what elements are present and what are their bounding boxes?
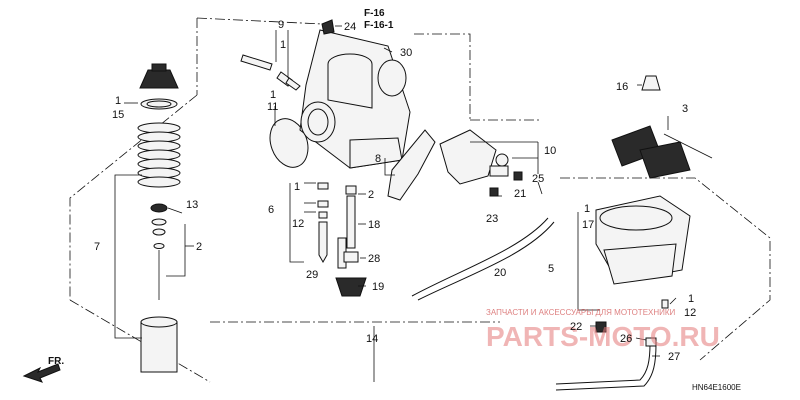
callout-label: 22 bbox=[570, 321, 582, 333]
float-chamber bbox=[595, 195, 691, 285]
ref-code-2: F-16-1 bbox=[364, 20, 394, 31]
callout-label: 5 bbox=[548, 263, 554, 275]
callout-label: 26 bbox=[620, 333, 632, 345]
callout-label: 29 bbox=[306, 269, 318, 281]
callout-label: 20 bbox=[494, 267, 506, 279]
callout-label: 16 bbox=[616, 81, 628, 93]
callout-label: 1 bbox=[115, 95, 121, 107]
callout-label: 1 bbox=[584, 203, 590, 215]
choke-linkage bbox=[387, 129, 523, 201]
callout-label: 11 bbox=[267, 101, 278, 113]
mixture-screws bbox=[240, 54, 301, 91]
callout-label: 1 bbox=[270, 89, 276, 101]
callout-label: 15 bbox=[112, 109, 124, 121]
callout-label: 10 bbox=[544, 145, 556, 157]
callout-label: 8 bbox=[375, 153, 381, 165]
callout-label: 17 bbox=[582, 219, 594, 231]
callout-label: 23 bbox=[486, 213, 498, 225]
callout-label: 1 bbox=[688, 293, 694, 305]
carburetor-body bbox=[299, 19, 411, 169]
float-assembly bbox=[611, 125, 713, 179]
callout-label: 12 bbox=[684, 307, 696, 319]
callout-label: 3 bbox=[682, 103, 688, 115]
throttle-slide-assembly bbox=[137, 63, 181, 373]
callout-label: 28 bbox=[368, 253, 380, 265]
callout-label: 18 bbox=[368, 219, 380, 231]
callout-label: 24 bbox=[344, 21, 356, 33]
callout-label: 27 bbox=[668, 351, 680, 363]
callout-label: 19 bbox=[372, 281, 384, 293]
callout-label: 12 bbox=[292, 218, 304, 230]
intake-o-ring bbox=[269, 118, 309, 168]
callout-label: 7 bbox=[94, 241, 100, 253]
hoses bbox=[411, 217, 657, 391]
callout-label: 9 bbox=[278, 19, 284, 31]
callout-label: 2 bbox=[368, 189, 374, 201]
callout-label: 30 bbox=[400, 47, 412, 59]
callout-label: 25 bbox=[532, 173, 544, 185]
callout-label: 1 bbox=[294, 181, 300, 193]
drain-fittings bbox=[595, 299, 669, 347]
callout-label: 21 bbox=[514, 188, 526, 200]
watermark-logo: PARTS-MOTO.RU bbox=[486, 321, 720, 352]
direction-label: FR. bbox=[48, 356, 64, 367]
plug-16 bbox=[641, 75, 661, 91]
callout-label: 13 bbox=[186, 199, 198, 211]
front-direction-arrow bbox=[22, 363, 61, 383]
watermark-caption: ЗАПЧАСТИ И АКСЕССУАРЫ ДЛЯ МОТОТЕХНИКИ bbox=[486, 308, 676, 317]
callout-label: 6 bbox=[268, 204, 274, 216]
callout-label: 2 bbox=[196, 241, 202, 253]
drawing-code: HN64E1600E bbox=[692, 383, 741, 392]
leader-lines bbox=[114, 25, 677, 382]
callout-label: 14 bbox=[366, 333, 378, 345]
ref-code-1: F-16 bbox=[364, 8, 385, 19]
jet-parts bbox=[317, 182, 367, 297]
callout-label: 1 bbox=[280, 39, 286, 51]
